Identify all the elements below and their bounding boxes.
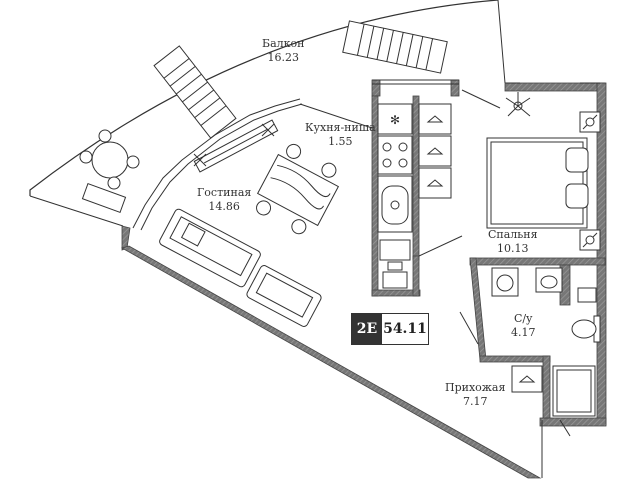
room-name: С/у	[513, 312, 533, 325]
hallway-fixtures	[511, 365, 543, 393]
pillow-1	[565, 147, 589, 173]
wardrobe	[418, 103, 452, 199]
room-name: Гостиная	[197, 186, 252, 199]
bedroom-furniture	[486, 92, 601, 251]
room-area: 1.55	[328, 135, 353, 148]
room-area: 10.13	[497, 242, 529, 255]
balcony-bench	[81, 183, 127, 213]
room-area: 14.86	[208, 200, 240, 213]
plant-right	[261, 123, 275, 137]
plant-left	[193, 153, 207, 167]
room-label-kitchen: Кухня-ниша 1.55	[305, 121, 376, 149]
dining-table	[256, 143, 340, 235]
balcony-right-edge	[497, 0, 506, 84]
balcony-furniture	[79, 20, 448, 213]
room-label-hallway: Прихожая 7.17	[445, 381, 505, 409]
sunbed-top	[342, 20, 448, 74]
bathroom-fixtures	[491, 267, 601, 417]
room-name: Кухня-ниша	[305, 121, 376, 134]
room-area: 7.17	[462, 395, 488, 408]
room-label-living: Гостиная 14.86	[197, 186, 251, 214]
sofa	[159, 208, 261, 288]
room-label-bathroom: С/у 4.17	[511, 312, 536, 340]
room-label-bedroom: Спальня 10.13	[488, 228, 538, 256]
room-area: 16.23	[267, 51, 299, 64]
room-name: Балкон	[262, 37, 305, 50]
bedroom-plant	[505, 92, 531, 117]
balcony-table-set	[79, 129, 140, 190]
room-name: Спальня	[488, 228, 538, 241]
kitchen-units: ✻	[377, 103, 413, 289]
apartment-badge: 2E 54.11	[351, 313, 429, 345]
door-swings	[299, 89, 571, 478]
apartment-total-area: 54.11	[382, 314, 428, 344]
toilet-bowl	[571, 319, 597, 339]
room-name: Прихожая	[445, 381, 506, 394]
hall-wardrobe	[511, 365, 543, 393]
svg-text:✻: ✻	[390, 113, 400, 127]
balcony-outline	[29, 0, 499, 196]
balcony-railing	[29, 195, 124, 227]
curved-facade-windows	[132, 79, 600, 231]
armchair	[246, 265, 322, 327]
sunbed-left	[153, 45, 237, 139]
towel-rail	[577, 287, 597, 303]
tv-console	[193, 119, 279, 173]
apartment-type: 2E	[352, 314, 382, 344]
exterior-walls	[120, 79, 607, 479]
living-furniture	[159, 119, 340, 327]
room-label-balcony: Балкон 16.23	[262, 37, 304, 65]
pillow-2	[565, 183, 589, 209]
room-area: 4.17	[511, 326, 536, 339]
